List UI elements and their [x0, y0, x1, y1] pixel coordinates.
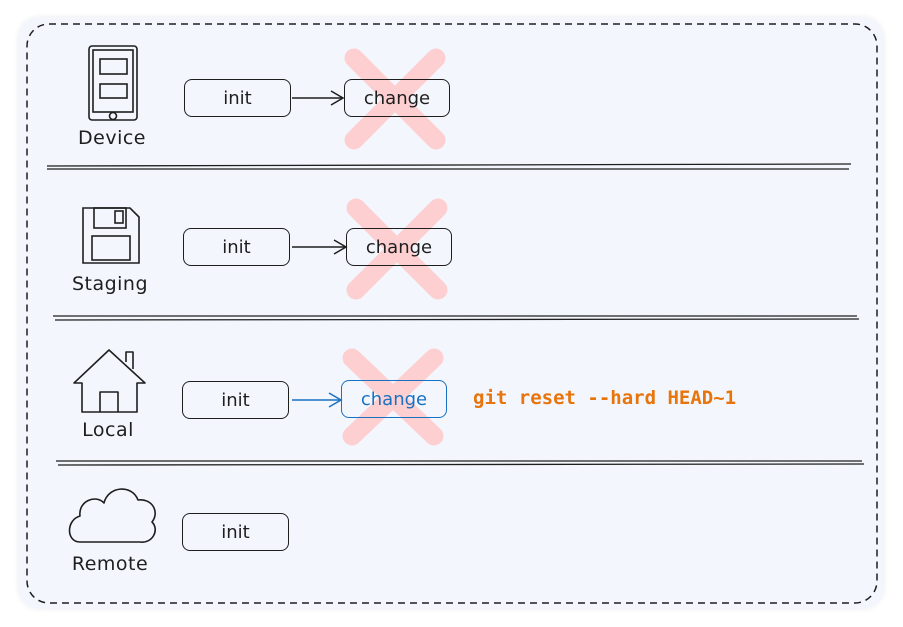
change-label: change — [363, 87, 431, 109]
row-label-staging: Staging — [71, 273, 149, 295]
change-label: change — [365, 236, 433, 258]
row-label-remote: Remote — [71, 553, 149, 575]
arrow-local — [292, 392, 343, 408]
init-label: init — [221, 389, 250, 411]
change-box-device: change — [344, 79, 450, 117]
separator-3 — [56, 460, 865, 466]
cross-local — [342, 348, 444, 446]
change-box-local: change — [341, 380, 447, 418]
init-box-staging: init — [183, 228, 290, 266]
floppy-disk-icon — [82, 207, 140, 264]
separator-2 — [53, 315, 860, 321]
cloud-icon — [68, 488, 156, 543]
cross-staging — [346, 198, 448, 300]
init-label: init — [222, 236, 251, 258]
change-box-staging: change — [346, 228, 452, 266]
init-box-local: init — [182, 381, 289, 419]
init-label: init — [221, 521, 250, 543]
arrow-device — [292, 90, 345, 106]
git-reset-command: git reset --hard HEAD~1 — [473, 387, 737, 409]
arrow-staging — [292, 239, 348, 255]
row-label-device: Device — [78, 127, 146, 149]
diagram-frame — [18, 17, 884, 609]
init-box-device: init — [184, 79, 291, 117]
init-box-remote: init — [182, 513, 289, 551]
separator-1 — [46, 163, 852, 170]
change-label: change — [360, 388, 428, 410]
cross-device — [344, 48, 446, 150]
phone-icon — [88, 45, 138, 121]
init-label: init — [223, 87, 252, 109]
dashed-border — [26, 23, 878, 604]
row-label-local: Local — [82, 419, 134, 441]
house-icon — [73, 349, 146, 413]
